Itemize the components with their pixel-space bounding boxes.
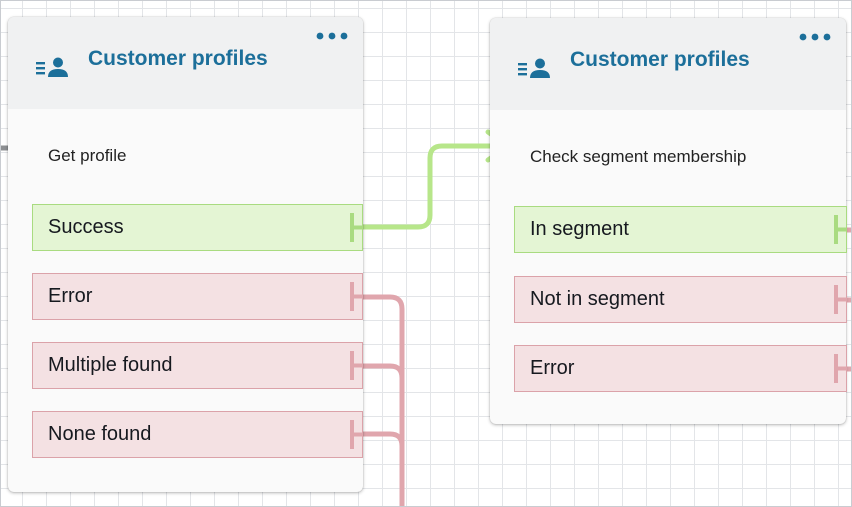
- branch-label: In segment: [530, 218, 629, 240]
- branch-label: Not in segment: [530, 288, 665, 310]
- branch-connector-handle[interactable]: [349, 282, 363, 311]
- branch-not-in-segment[interactable]: Not in segment: [514, 276, 847, 323]
- block-header: Customer profiles: [8, 17, 363, 109]
- connector-error-branches[interactable]: [362, 294, 405, 507]
- branch-connector-handle[interactable]: [349, 213, 363, 242]
- branch-error[interactable]: Error: [32, 273, 363, 320]
- branch-multiple-found[interactable]: Multiple found: [32, 342, 363, 389]
- customer-profile-icon: [518, 58, 550, 78]
- branch-error[interactable]: Error: [514, 345, 847, 392]
- branch-label: Error: [530, 357, 575, 379]
- branch-connector-handle[interactable]: [349, 420, 363, 449]
- branch-connector-handle[interactable]: [349, 351, 363, 380]
- branch-label: Multiple found: [48, 354, 173, 376]
- block-header: Customer profiles: [490, 18, 846, 110]
- block-title: Customer profiles: [88, 47, 268, 70]
- customer-profile-icon: [36, 57, 68, 77]
- branch-in-segment[interactable]: In segment: [514, 206, 847, 253]
- block-action-label: Check segment membership: [530, 147, 747, 166]
- branch-label: None found: [48, 423, 152, 445]
- branch-none-found[interactable]: None found: [32, 411, 363, 458]
- branch-label: Success: [48, 216, 124, 238]
- branch-connector-handle[interactable]: [833, 285, 847, 314]
- branch-connector-handle[interactable]: [833, 354, 847, 383]
- customer-profiles-block-get-profile[interactable]: Customer profiles Get profile Success Er…: [8, 17, 363, 492]
- more-options-icon[interactable]: [798, 30, 832, 44]
- more-options-icon[interactable]: [315, 29, 349, 43]
- connector-success-to-check-segment[interactable]: [359, 143, 503, 230]
- branch-connector-handle[interactable]: [833, 215, 847, 244]
- branch-label: Error: [48, 285, 93, 307]
- branch-success[interactable]: Success: [32, 204, 363, 251]
- customer-profiles-block-check-segment[interactable]: Customer profiles Check segment membersh…: [490, 18, 847, 424]
- block-title: Customer profiles: [570, 48, 750, 71]
- block-action-label: Get profile: [48, 146, 127, 165]
